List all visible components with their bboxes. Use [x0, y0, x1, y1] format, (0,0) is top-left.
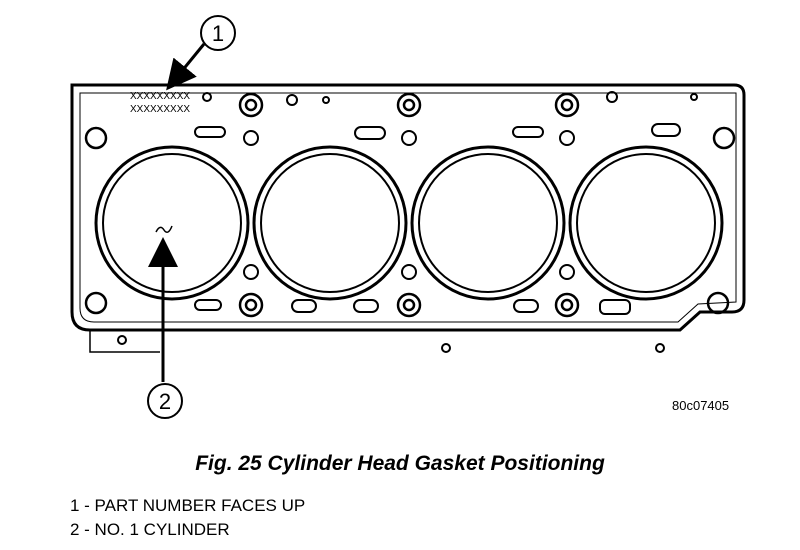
callout-1-circle [200, 15, 236, 51]
callout-2-circle [147, 383, 183, 419]
cylinder-bores [94, 145, 724, 301]
legend-item-1: 1 - PART NUMBER FACES UP [70, 496, 306, 515]
figure-caption: Fig. 25 Cylinder Head Gasket Positioning [195, 452, 605, 475]
legend-item-2: 2 - NO. 1 CYLINDER [70, 520, 230, 539]
cylinder-1-mark [155, 225, 173, 233]
gasket-inner-outline [79, 92, 737, 323]
callout-1-leader [166, 43, 206, 91]
cylinder-bore-1 [94, 145, 250, 301]
callout-1-label: 1 [212, 21, 224, 46]
callout-2-bracket [89, 330, 160, 353]
cylinder-bore-2 [252, 145, 408, 301]
legend: 1 - PART NUMBER FACES UP 2 - NO. 1 CYLIN… [70, 494, 305, 542]
figure-reference-code: 80c07405 [672, 398, 730, 413]
cylinder-bore-4 [568, 145, 724, 301]
callout-2-label: 2 [159, 389, 171, 414]
gasket-diagram: XXXXXXXXX XXXXXXXXX 1 2 [70, 15, 746, 419]
part-number-line-1: XXXXXXXXX [130, 91, 190, 102]
coolant-oil-passages [117, 91, 698, 353]
bolt-holes [84, 92, 736, 318]
gasket-outline [70, 83, 746, 332]
part-number-line-2: XXXXXXXXX [130, 104, 190, 115]
cylinder-bore-3 [410, 145, 566, 301]
